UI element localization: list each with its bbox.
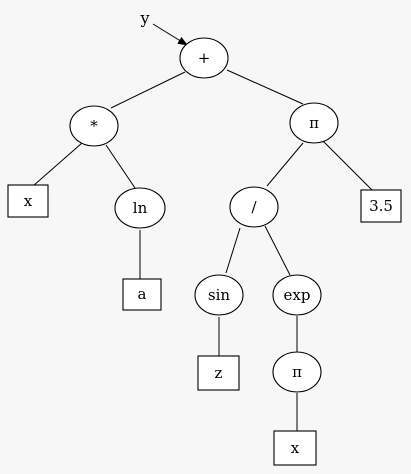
edge-times-x [32, 142, 83, 187]
pointer-label-y: y [139, 9, 149, 28]
svg-text:*: * [90, 117, 98, 135]
node-divide: / [229, 186, 279, 228]
svg-text:3.5: 3.5 [369, 197, 393, 215]
svg-text:/: / [251, 198, 257, 216]
edge-divide-sin [225, 227, 241, 274]
node-x-bottom: x [273, 430, 317, 466]
node-plus: + [179, 37, 229, 79]
svg-text:x: x [291, 439, 300, 457]
node-pi-bottom: π [272, 351, 322, 393]
svg-text:x: x [24, 192, 33, 210]
edge-divide-exp [264, 225, 291, 276]
edge-plus-pi [226, 69, 304, 105]
svg-text:a: a [138, 285, 147, 303]
edge-plus-times [110, 71, 186, 109]
node-times: * [69, 105, 119, 147]
edge-pi-const [321, 139, 373, 191]
svg-text:z: z [215, 364, 223, 382]
edge-pi-divide [266, 142, 304, 187]
svg-text:exp: exp [284, 286, 311, 304]
node-a: a [122, 278, 162, 311]
svg-text:ln: ln [133, 199, 148, 217]
edge-times-ln [105, 144, 136, 189]
pointer-arrow [152, 23, 188, 46]
node-pi-top: π [289, 102, 339, 144]
node-const-35: 3.5 [360, 189, 402, 223]
node-x-left: x [7, 184, 49, 218]
svg-text:+: + [198, 49, 211, 67]
node-z: z [197, 355, 240, 391]
node-exp: exp [272, 274, 322, 316]
svg-text:sin: sin [208, 286, 230, 304]
node-ln: ln [114, 187, 166, 229]
node-sin: sin [194, 274, 244, 316]
svg-text:π: π [309, 114, 319, 132]
svg-text:π: π [292, 363, 302, 381]
